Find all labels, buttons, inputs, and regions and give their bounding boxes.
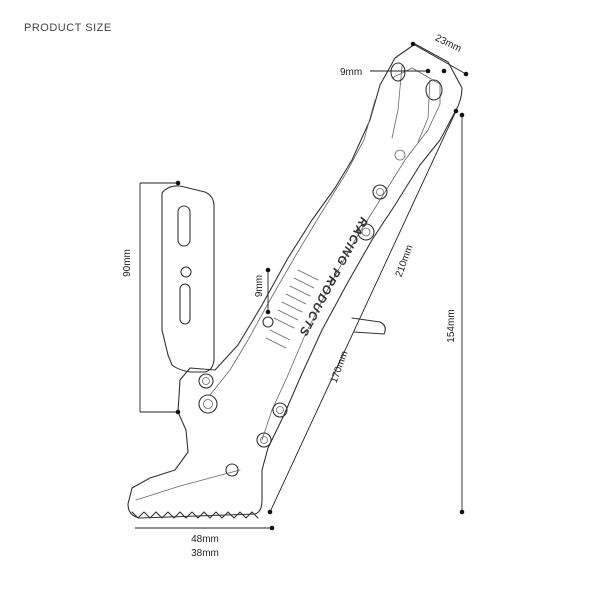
swing-arm-plate <box>161 185 215 373</box>
bolt-5 <box>198 394 218 414</box>
bolt-4-center <box>202 377 210 385</box>
bolt-1-center <box>376 188 384 196</box>
label-top-hole: 9mm <box>340 67 362 78</box>
dim-endpoint <box>265 309 271 315</box>
page-title: PRODUCT SIZE <box>24 22 112 34</box>
dim-endpoint <box>463 71 469 77</box>
dim-endpoint <box>410 41 416 47</box>
stand-leg-outline <box>127 43 463 519</box>
bolt-6 <box>272 402 288 418</box>
label-foot-inner-width: 38mm <box>191 548 219 559</box>
top-rib <box>391 65 403 139</box>
dim-endpoint <box>459 509 465 515</box>
label-vertical-height: 154mm <box>446 309 457 342</box>
dim-endpoint <box>453 108 459 114</box>
spring-hook <box>394 149 406 161</box>
dimension-labels: 23mm 9mm 9mm 210mm 170mm 154mm 90mm 48mm… <box>122 33 463 559</box>
bolt-8 <box>225 463 239 477</box>
dim-endpoint <box>175 409 181 415</box>
label-mid-slot: 9mm <box>254 275 265 297</box>
leg-inner-contour-2 <box>209 99 376 396</box>
bolt-2-center <box>361 227 371 237</box>
dim-endpoint <box>441 68 447 74</box>
bolt-3 <box>262 316 274 328</box>
foot-sole-teeth <box>131 511 259 519</box>
label-lower-length: 170mm <box>329 350 351 385</box>
top-pivot-hole <box>425 79 443 101</box>
dimension-lines <box>135 41 469 531</box>
dim-endpoint <box>425 68 431 74</box>
foot-inner-line <box>135 469 241 501</box>
dim-endpoint <box>175 180 181 186</box>
dim-overall-length-line <box>269 110 457 513</box>
bolt-2 <box>357 223 375 241</box>
side-pin <box>351 317 386 335</box>
label-foot-width: 48mm <box>191 534 219 545</box>
bolt-4 <box>198 373 214 389</box>
label-top-width: 23mm <box>433 33 463 55</box>
bolt-7 <box>256 432 272 448</box>
label-overall-length: 210mm <box>394 244 416 279</box>
dim-top-width-line <box>412 43 467 75</box>
bolt-5-center <box>203 399 213 409</box>
dim-endpoint <box>267 509 273 515</box>
grip-ribs <box>265 269 319 349</box>
dim-endpoint <box>459 112 465 118</box>
upper-slot <box>177 205 191 247</box>
bolt-1 <box>372 184 388 200</box>
label-plate-height: 90mm <box>122 249 133 277</box>
lower-slot <box>179 283 191 325</box>
bolt-6-center <box>276 406 284 414</box>
dim-endpoint <box>265 267 271 273</box>
brand-text: RACING PRODUCTS <box>296 215 371 339</box>
top-mount-hole <box>390 62 406 82</box>
dim-endpoint <box>269 525 275 531</box>
top-rib-2 <box>417 79 431 143</box>
bolt-7-center <box>260 436 268 444</box>
kickstand-illustration: RACING PRODUCTS <box>127 43 463 519</box>
plate-hole <box>180 266 192 278</box>
